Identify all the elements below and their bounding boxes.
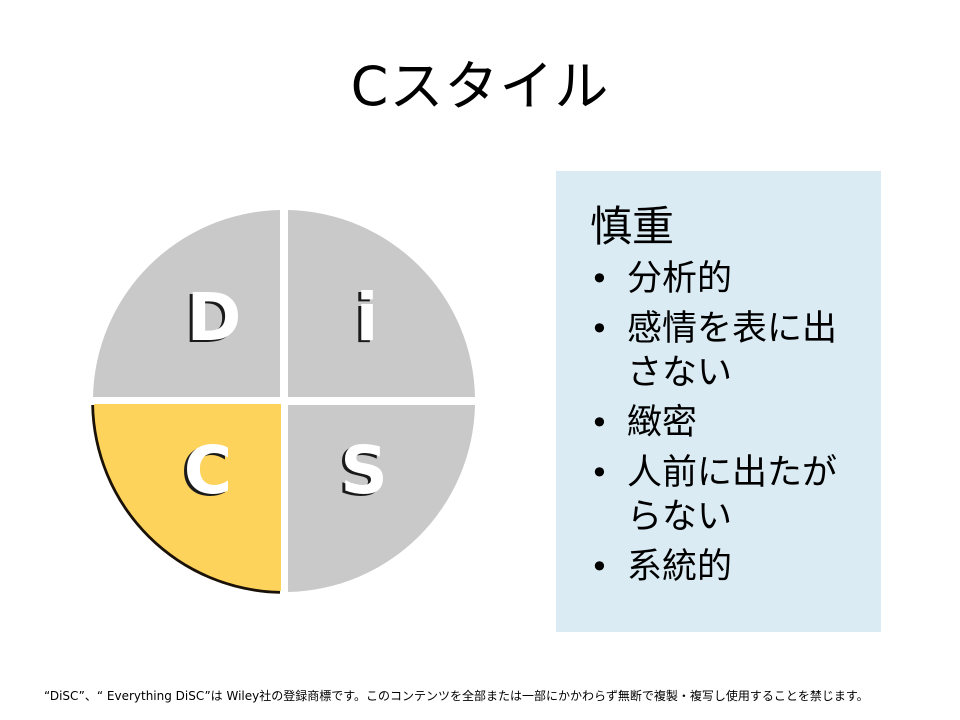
quadrant-d: D D xyxy=(93,210,280,397)
trait-text: 人前に出たがらない xyxy=(627,453,838,537)
bullet-icon: • xyxy=(590,454,609,492)
svg-text:S: S xyxy=(337,434,385,511)
trait-item: • 分析的 xyxy=(590,257,862,301)
panel-heading: 慎重 xyxy=(590,202,675,251)
quadrant-c-letter: C xyxy=(184,432,232,509)
quadrant-i: i i xyxy=(288,210,475,397)
slide-title: Cスタイル xyxy=(350,55,610,118)
quadrant-d-letter: D xyxy=(187,279,242,356)
bullet-icon: • xyxy=(590,548,609,586)
bullet-icon: • xyxy=(590,404,609,442)
bullet-icon: • xyxy=(590,310,609,348)
trait-text: 感情を表に出さない xyxy=(627,309,838,393)
svg-text:i: i xyxy=(353,281,376,358)
quadrant-s-letter: S xyxy=(340,432,388,509)
bullet-icon: • xyxy=(590,260,609,298)
trait-list: • 分析的 • 感情を表に出さない • 緻密 • 人前に出たがらない • 系統的 xyxy=(590,257,863,589)
trait-text: 分析的 xyxy=(627,259,733,299)
svg-text:D: D xyxy=(184,281,239,358)
trait-item: • 人前に出たがらない xyxy=(590,451,862,539)
disc-wheel-diagram: D D i i C C S S xyxy=(88,205,480,597)
trait-item: • 緻密 xyxy=(590,401,862,445)
trait-text: 緻密 xyxy=(627,403,698,443)
trait-item: • 感情を表に出さない xyxy=(590,307,862,395)
quadrant-c: C C xyxy=(91,404,281,594)
trait-item: • 系統的 xyxy=(590,545,862,589)
trait-text: 系統的 xyxy=(627,547,733,587)
quadrant-s: S S xyxy=(288,405,475,592)
svg-text:C: C xyxy=(181,434,229,511)
c-style-traits-panel: 慎重 • 分析的 • 感情を表に出さない • 緻密 • 人前に出たがらない • … xyxy=(556,171,881,632)
trademark-footer-note: “DiSC”、“ Everything DiSC”は Wiley社の登録商標です… xyxy=(44,689,869,703)
quadrant-i-letter: i xyxy=(356,279,379,356)
